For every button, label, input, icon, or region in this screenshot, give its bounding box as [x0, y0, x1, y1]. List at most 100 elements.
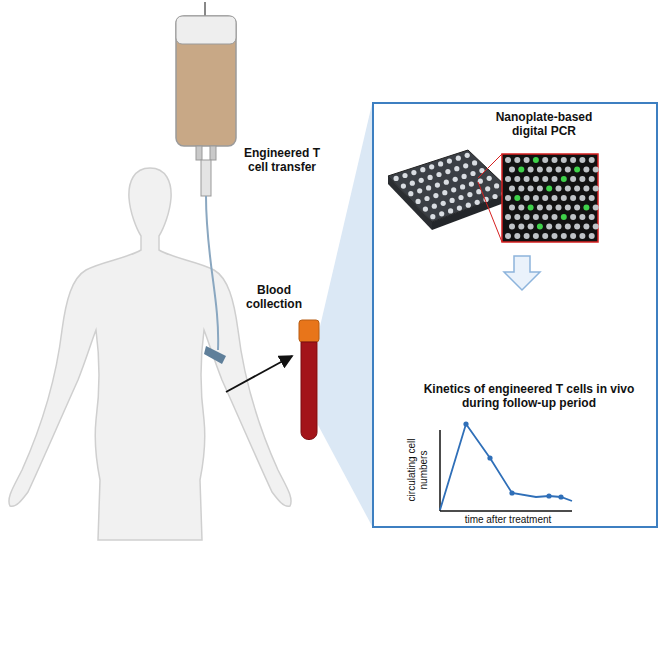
- partition: [583, 224, 589, 230]
- well: [470, 171, 475, 176]
- partition: [561, 214, 567, 220]
- partition: [533, 214, 539, 220]
- partition: [524, 195, 530, 201]
- well: [457, 206, 462, 211]
- partition: [583, 205, 589, 211]
- collection-label: Blood collection: [238, 283, 310, 312]
- well: [453, 177, 458, 182]
- well: [428, 175, 433, 180]
- blood-tube: [301, 342, 317, 440]
- partition: [552, 214, 558, 220]
- well: [430, 214, 435, 219]
- well: [458, 195, 463, 200]
- partition: [537, 224, 543, 230]
- iv-tube: [206, 196, 218, 350]
- partition: [565, 186, 571, 192]
- well: [465, 153, 470, 158]
- partition: [505, 157, 511, 163]
- partition: [574, 186, 580, 192]
- well: [401, 184, 406, 189]
- well: [435, 183, 440, 188]
- well: [420, 167, 425, 172]
- arrow: [226, 356, 292, 392]
- well: [436, 172, 441, 177]
- partition: [565, 167, 571, 173]
- partition: [505, 233, 511, 239]
- method-title: Nanoplate-based digital PCR: [484, 110, 604, 139]
- well: [408, 191, 413, 196]
- partition: [579, 214, 585, 220]
- well: [451, 187, 456, 192]
- partition: [579, 157, 585, 163]
- partition: [579, 233, 585, 239]
- partition: [561, 176, 567, 182]
- well: [438, 161, 443, 166]
- partition: [533, 195, 539, 201]
- well: [423, 207, 428, 212]
- partition: [589, 195, 595, 201]
- well: [429, 164, 434, 169]
- partition: [552, 157, 558, 163]
- well: [485, 186, 490, 191]
- partition: [546, 224, 552, 230]
- nanoplate: [388, 150, 512, 222]
- partition: [570, 214, 576, 220]
- zoom-inset: [502, 154, 598, 242]
- partition: [561, 157, 567, 163]
- well: [432, 204, 437, 209]
- partition: [524, 176, 530, 182]
- well: [466, 203, 471, 208]
- well: [467, 192, 472, 197]
- y-axis: [439, 430, 441, 511]
- partition: [561, 233, 567, 239]
- partition: [552, 176, 558, 182]
- partition: [509, 167, 515, 173]
- partition: [593, 205, 599, 211]
- partition: [533, 233, 539, 239]
- partition: [593, 167, 599, 173]
- well: [472, 160, 477, 165]
- partition: [579, 176, 585, 182]
- partition: [565, 224, 571, 230]
- partition: [514, 214, 520, 220]
- partition: [546, 186, 552, 192]
- well: [454, 166, 459, 171]
- partition: [552, 195, 558, 201]
- partition: [524, 157, 530, 163]
- well: [419, 178, 424, 183]
- down-arrow: [504, 256, 540, 290]
- partition: [509, 205, 515, 211]
- partition: [546, 205, 552, 211]
- partition: [518, 186, 524, 192]
- partition: [524, 214, 530, 220]
- well: [462, 174, 467, 179]
- partition: [533, 157, 539, 163]
- iv-bag: [176, 16, 236, 146]
- partition: [514, 157, 520, 163]
- partition: [505, 176, 511, 182]
- partition: [556, 186, 562, 192]
- well: [450, 198, 455, 203]
- partition: [542, 195, 548, 201]
- partition: [542, 233, 548, 239]
- partition: [542, 214, 548, 220]
- partition: [528, 205, 534, 211]
- well: [475, 200, 480, 205]
- well: [416, 199, 421, 204]
- partition: [579, 195, 585, 201]
- partition: [570, 233, 576, 239]
- well: [402, 173, 407, 178]
- partition: [574, 205, 580, 211]
- catheter: [204, 346, 226, 364]
- partition: [574, 224, 580, 230]
- partition: [593, 186, 599, 192]
- well: [394, 176, 399, 181]
- partition: [593, 224, 599, 230]
- partition: [514, 233, 520, 239]
- well: [463, 163, 468, 168]
- partition: [509, 224, 515, 230]
- partition: [589, 176, 595, 182]
- well: [410, 181, 415, 186]
- well: [417, 188, 422, 193]
